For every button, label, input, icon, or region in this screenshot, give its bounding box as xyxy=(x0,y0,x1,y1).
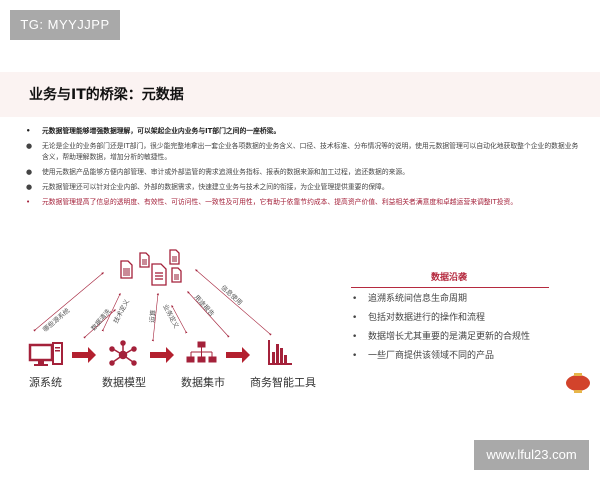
node-label-data-mart: 数据集市 xyxy=(181,376,225,389)
bullet-item: •元数据管理能够增强数据理解，可以架起企业内业务与IT部门之间的一座桥梁。 xyxy=(26,127,281,135)
bullet-dot-icon: • xyxy=(352,313,358,323)
bullet-dot-icon: • xyxy=(352,332,358,342)
network-icon xyxy=(109,340,137,366)
metadata-diagram: 哪些源系统 数据清洗 技术定义 运算 业务定义 用途报告 信息使用 源系统 数据… xyxy=(0,240,340,400)
bullet-dot-icon: ● xyxy=(26,168,33,176)
lineage-title: 数据沿袭 xyxy=(430,273,467,283)
bullet-item: •元数据管理提高了信息的透明度、有效性、可访问性、一致性及可用性，它有助于依靠节… xyxy=(26,198,518,206)
diagram-graphics xyxy=(28,249,292,366)
arrow-label: 运算 xyxy=(147,309,158,324)
lineage-item: •数据增长尤其重要的是满足更新的合规性 xyxy=(352,332,531,342)
bullet-item: ●无论是企业的业务部门还是IT部门，很少能完整地拿出一套企业各项数据的业务含义、… xyxy=(26,142,579,161)
bullet-dot-icon: ● xyxy=(26,142,33,150)
bullet-dot-icon: • xyxy=(26,198,31,206)
bullet-item: ●使用元数据产品能够方便内部管理、审计或外部监管的需求追溯业务指标、报表的数据来… xyxy=(26,168,410,176)
bullet-dot-icon: • xyxy=(352,294,358,304)
computer-icon xyxy=(28,342,63,366)
lineage-item: •一些厂商提供该领域不同的产品 xyxy=(352,351,495,361)
lineage-list: •追溯系统间信息生命周期 •包括对数据进行的操作和流程 •数据增长尤其重要的是满… xyxy=(352,293,592,369)
lineage-item: •包括对数据进行的操作和流程 xyxy=(352,313,486,323)
watermark-bottom: www.lful23.com xyxy=(474,440,589,470)
bar-chart-icon xyxy=(268,340,292,365)
lineage-divider xyxy=(351,287,549,288)
node-label-source-system: 源系统 xyxy=(29,376,62,389)
header-band xyxy=(0,72,600,117)
lineage-item: •追溯系统间信息生命周期 xyxy=(352,294,468,304)
document-icons xyxy=(120,249,182,286)
hierarchy-icon xyxy=(186,341,217,363)
bullet-list: •元数据管理能够增强数据理解，可以架起企业内业务与IT部门之间的一座桥梁。 ●无… xyxy=(22,126,582,212)
node-label-bi-tools: 商务智能工具 xyxy=(250,376,316,389)
bullet-dot-icon: ● xyxy=(26,183,33,191)
node-label-data-model: 数据模型 xyxy=(102,376,146,389)
page-title: 业务与IT的桥梁：元数据 xyxy=(29,87,184,103)
bullet-item: ●元数据管理还可以针对企业内部、外部的数据需求，快速建立业务与技术之间的衔接，为… xyxy=(26,183,389,191)
bullet-dot-icon: • xyxy=(26,127,31,135)
watermark-top: TG: MYYJJPP xyxy=(10,10,120,40)
bullet-dot-icon: • xyxy=(352,351,358,361)
lantern-icon xyxy=(565,372,591,394)
